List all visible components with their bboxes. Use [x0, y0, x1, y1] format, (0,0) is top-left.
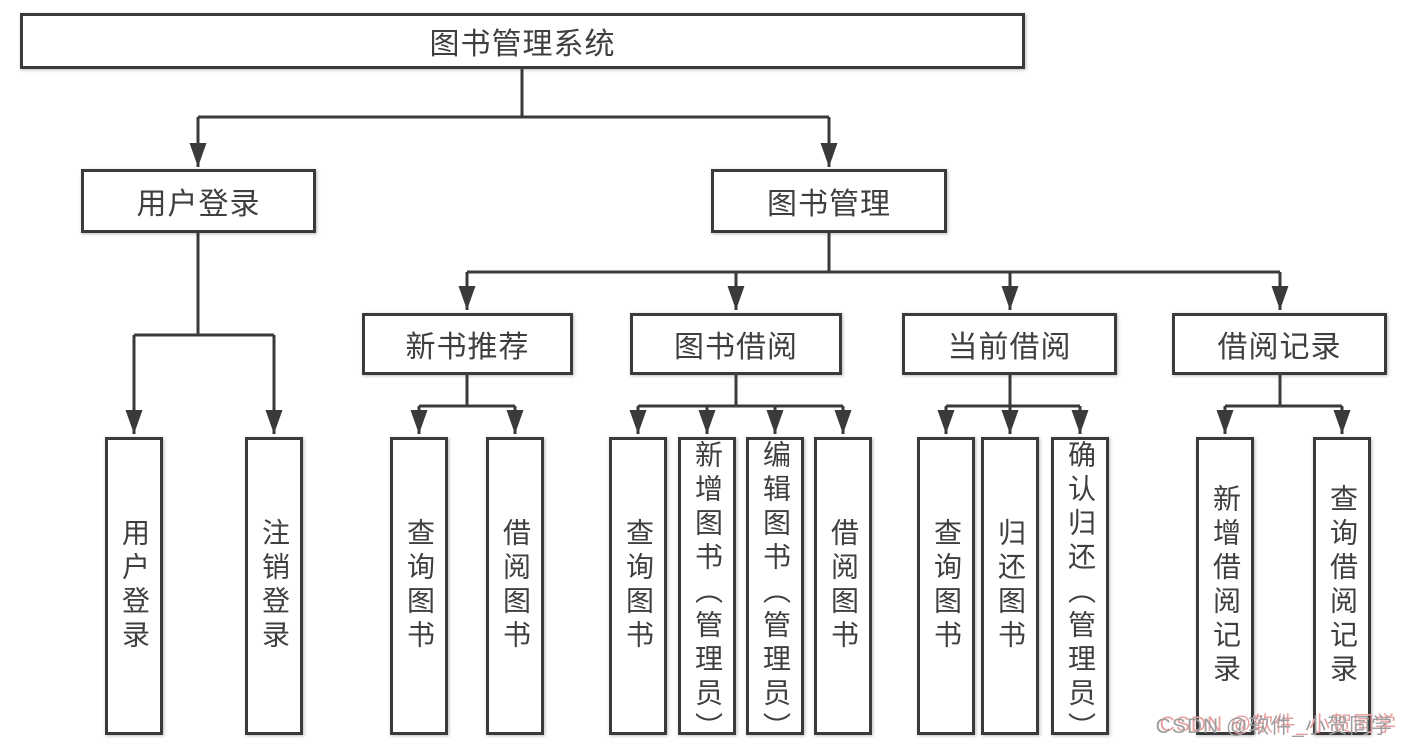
leaf-query-borrow-record: 查询借阅记录: [1313, 437, 1371, 735]
node-current-borrowing: 当前借阅: [902, 313, 1117, 375]
node-root: 图书管理系统: [20, 13, 1025, 69]
leaf-return-books: 归还图书: [981, 437, 1039, 735]
node-book-management: 图书管理: [711, 169, 947, 233]
connector-book-management-stem: [467, 233, 1280, 274]
leaf-add-borrow-record: 新增借阅记录: [1196, 437, 1254, 735]
connector-user-login-stem: [134, 233, 274, 337]
connector-book-borrowing-stem: [638, 375, 843, 408]
connector-new-book-recommend-stem: [419, 375, 515, 408]
leaf-logout: 注销登录: [245, 437, 303, 735]
csdn-watermark: CSDN @软件_小贺同学: [1155, 715, 1393, 738]
leaf-add-book-admin: 新增图书（管理员）: [678, 437, 736, 746]
leaf-edit-book-admin: 编辑图书（管理员）: [746, 437, 804, 746]
leaf-confirm-return-admin: 确认归还（管理员）: [1051, 437, 1109, 746]
node-borrow-records: 借阅记录: [1172, 313, 1387, 375]
connector-current-borrowing-stem: [946, 375, 1080, 408]
node-user-login: 用户登录: [81, 169, 316, 233]
leaf-user-login: 用户登录: [105, 437, 163, 735]
node-new-book-recommend: 新书推荐: [362, 313, 573, 375]
leaf-query-books-recommend: 查询图书: [390, 437, 448, 735]
leaf-borrow-books-recommend: 借阅图书: [486, 437, 544, 735]
connector-borrow-records-stem: [1225, 375, 1342, 408]
leaf-borrow-books-borrowing: 借阅图书: [814, 437, 872, 735]
leaf-query-books-current: 查询图书: [917, 437, 975, 735]
leaf-query-books-borrowing: 查询图书: [609, 437, 667, 735]
connector-root-stem: [198, 69, 829, 119]
node-book-borrowing: 图书借阅: [630, 313, 842, 375]
